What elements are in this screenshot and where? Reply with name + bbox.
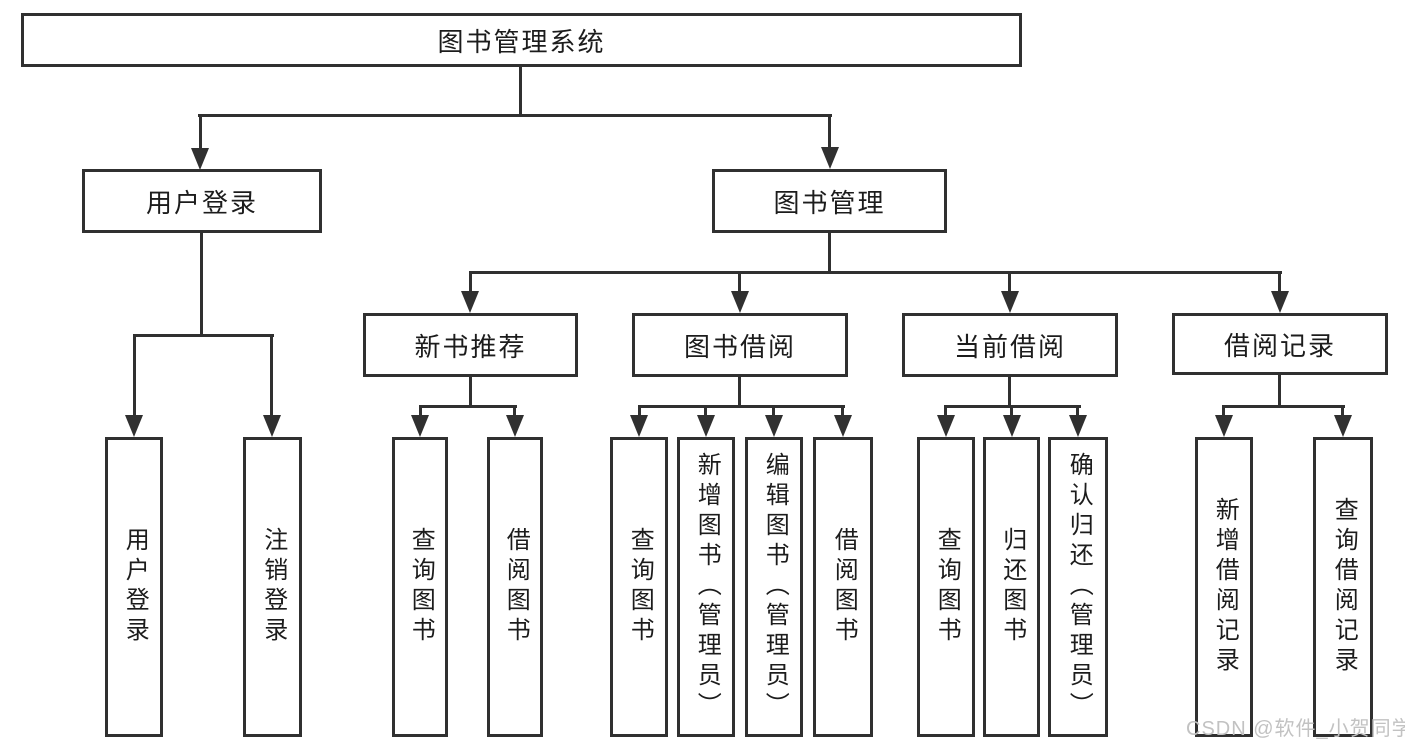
node-label: 借阅图书 xyxy=(502,527,530,647)
arrowhead-add-book xyxy=(697,415,715,437)
node-book-management: 图书管理 xyxy=(712,169,947,233)
connector-drop-query-books-1 xyxy=(419,405,422,417)
leaf-add-book-admin: 新增图书（管理员） xyxy=(677,437,735,737)
node-label: 用户登录 xyxy=(121,527,149,647)
leaf-return-books: 归还图书 xyxy=(983,437,1040,737)
connector-drop-new-book xyxy=(469,271,472,293)
connector-drop-edit-book xyxy=(772,405,775,417)
node-label: 查询图书 xyxy=(933,527,961,647)
node-current-borrowing: 当前借阅 xyxy=(902,313,1118,377)
node-label: 确认归还（管理员） xyxy=(1065,452,1093,722)
connector-drop-add-borrow-record xyxy=(1222,405,1225,417)
connector-level2-bar xyxy=(198,114,832,117)
connector-drop-query-borrow-record xyxy=(1341,405,1344,417)
node-library-system: 图书管理系统 xyxy=(21,13,1022,67)
connector-drop-return-books xyxy=(1010,405,1013,417)
connector-drop-query-books-2 xyxy=(638,405,641,417)
connector-borrowing-records-bar xyxy=(1222,405,1345,408)
node-label: 当前借阅 xyxy=(953,331,1066,362)
connector-new-book-bar xyxy=(419,405,517,408)
arrowhead-borrow-books-1 xyxy=(506,415,524,437)
leaf-logout-login: 注销登录 xyxy=(243,437,302,737)
node-new-book-recommend: 新书推荐 xyxy=(363,313,578,377)
arrowhead-query-books-3 xyxy=(937,415,955,437)
connector-drop-current-borrowing xyxy=(1008,271,1011,293)
leaf-query-books-2: 查询图书 xyxy=(610,437,668,737)
node-label: 新增借阅记录 xyxy=(1211,497,1239,677)
connector-drop-borrow-books-1 xyxy=(513,405,516,417)
connector-book-management-stem xyxy=(828,233,831,274)
connector-new-book-stem xyxy=(469,377,472,408)
node-label: 图书管理 xyxy=(773,187,886,218)
arrowhead-query-books-1 xyxy=(411,415,429,437)
node-book-borrowing: 图书借阅 xyxy=(632,313,848,377)
connector-drop-book-borrowing xyxy=(738,271,741,293)
node-label: 借阅记录 xyxy=(1223,330,1336,361)
connector-drop-borrow-books-2 xyxy=(841,405,844,417)
node-label: 图书管理系统 xyxy=(437,26,606,57)
leaf-query-books-1: 查询图书 xyxy=(392,437,448,737)
arrowhead-query-books-2 xyxy=(630,415,648,437)
connector-user-login-stem xyxy=(200,233,203,337)
node-borrowing-records: 借阅记录 xyxy=(1172,313,1388,375)
arrowhead-add-borrow-record xyxy=(1215,415,1233,437)
node-label: 用户登录 xyxy=(145,187,258,218)
arrowhead-edit-book xyxy=(765,415,783,437)
leaf-add-borrow-record: 新增借阅记录 xyxy=(1195,437,1253,737)
arrowhead-leaf-logout xyxy=(263,415,281,437)
connector-root-stem xyxy=(519,66,522,116)
arrowhead-query-borrow-record xyxy=(1334,415,1352,437)
connector-book-borrowing-stem xyxy=(738,377,741,408)
arrowhead-new-book xyxy=(461,291,479,313)
arrowhead-leaf-user-login xyxy=(125,415,143,437)
arrowhead-borrowing-records xyxy=(1271,291,1289,313)
connector-drop-borrowing-records xyxy=(1278,271,1281,293)
connector-drop-add-book xyxy=(704,405,707,417)
arrowhead-return-books xyxy=(1003,415,1021,437)
connector-book-borrowing-bar xyxy=(638,405,845,408)
node-label: 编辑图书（管理员） xyxy=(761,452,789,722)
arrowhead-book-management xyxy=(821,147,839,169)
leaf-borrow-books-2: 借阅图书 xyxy=(813,437,873,737)
node-label: 查询图书 xyxy=(626,527,654,647)
connector-drop-confirm-return xyxy=(1076,405,1079,417)
leaf-edit-book-admin: 编辑图书（管理员） xyxy=(745,437,803,737)
leaf-query-borrow-record: 查询借阅记录 xyxy=(1313,437,1373,737)
connector-borrowing-records-stem xyxy=(1278,375,1281,408)
arrowhead-borrow-books-2 xyxy=(834,415,852,437)
connector-level3-bar xyxy=(469,271,1282,274)
node-label: 新增图书（管理员） xyxy=(693,452,721,722)
leaf-user-login: 用户登录 xyxy=(105,437,163,737)
node-label: 注销登录 xyxy=(259,527,287,647)
leaf-query-books-3: 查询图书 xyxy=(917,437,975,737)
arrowhead-current-borrowing xyxy=(1001,291,1019,313)
node-label: 借阅图书 xyxy=(830,527,858,647)
node-label: 查询图书 xyxy=(407,527,435,647)
watermark: CSDN @软件_小贺同学 xyxy=(1186,718,1405,740)
connector-drop-query-books-3 xyxy=(944,405,947,417)
connector-drop-user-login xyxy=(199,114,202,152)
node-label: 查询借阅记录 xyxy=(1330,497,1358,677)
node-label: 归还图书 xyxy=(998,527,1026,647)
arrowhead-book-borrowing xyxy=(731,291,749,313)
connector-user-login-bar xyxy=(133,334,274,337)
node-label: 图书借阅 xyxy=(683,331,796,362)
arrowhead-user-login xyxy=(191,148,209,170)
node-user-login: 用户登录 xyxy=(82,169,322,233)
leaf-borrow-books-1: 借阅图书 xyxy=(487,437,543,737)
connector-drop-leaf-user-login xyxy=(133,334,136,417)
connector-current-borrowing-stem xyxy=(1008,377,1011,408)
leaf-confirm-return-admin: 确认归还（管理员） xyxy=(1048,437,1108,737)
connector-drop-book-management xyxy=(828,114,831,150)
arrowhead-confirm-return xyxy=(1069,415,1087,437)
connector-drop-leaf-logout xyxy=(270,334,273,417)
node-label: 新书推荐 xyxy=(414,331,527,362)
